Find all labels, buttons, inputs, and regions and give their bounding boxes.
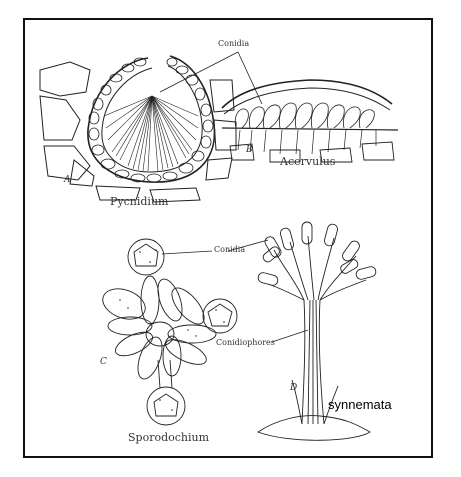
letter-a-label: A bbox=[64, 176, 71, 185]
sporodochium-label: Sporodochium bbox=[128, 432, 209, 443]
conidiophores-label: Conidiophores bbox=[216, 339, 275, 347]
pycnidium-label: Pycnidium bbox=[110, 196, 168, 207]
sporodochium-drawing bbox=[99, 239, 237, 425]
acervulus-drawing bbox=[160, 52, 398, 162]
letter-b-label: B bbox=[246, 146, 253, 155]
synnemata-label: synnemata bbox=[328, 398, 392, 411]
conidia-top-label: Conidia bbox=[218, 40, 249, 48]
letter-c-label: C bbox=[100, 358, 107, 367]
letter-d-label: D bbox=[290, 384, 297, 393]
conidia-mid-label: Conidia bbox=[214, 246, 245, 254]
acervulus-label: Acervulus bbox=[280, 156, 335, 167]
